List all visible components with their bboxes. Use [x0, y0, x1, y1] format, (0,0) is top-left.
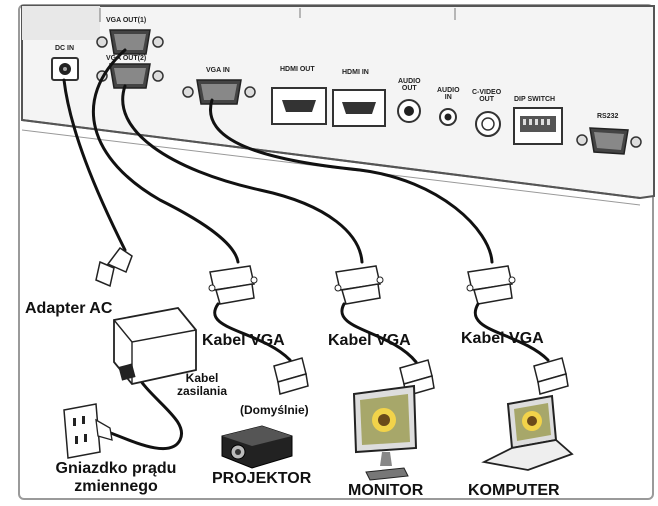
default-label: (Domyślnie) — [240, 403, 309, 417]
vga-plug-lower-projector — [273, 357, 309, 395]
dc-in-label: DC IN — [55, 45, 75, 52]
vga-cable-projector — [91, 48, 240, 264]
vga-cable-computer — [209, 98, 494, 264]
monitor-label: MONITOR — [348, 482, 424, 499]
vga-cable-loops — [213, 302, 550, 364]
dc-cable — [62, 78, 127, 252]
kabel-zasilania-label: Kabel zasilania — [172, 371, 232, 399]
cvideo-out-label-line1: C-VIDEO — [472, 89, 502, 96]
cvideo-out-label: C-VIDEO OUT — [472, 89, 501, 104]
hdmi-out-label: HDMI OUT — [280, 66, 315, 73]
hdmi-in-label: HDMI IN — [342, 69, 369, 76]
laptop-icon — [481, 394, 574, 471]
hdmi-out-port — [271, 87, 327, 125]
vga-plug-lower-computer — [533, 357, 569, 395]
projector-icon — [221, 425, 293, 469]
cvideo-out-port — [475, 111, 501, 137]
vga-out1-label: VGA OUT(1) — [106, 17, 147, 24]
power-cord — [106, 370, 184, 451]
vga-cable-monitor — [121, 84, 364, 264]
vga-plug-projector — [208, 265, 258, 305]
vga-plug-computer — [466, 265, 516, 305]
adapter-ac-label: Adapter AC — [25, 300, 113, 317]
computer-label: KOMPUTER — [468, 482, 560, 499]
kabel-vga-label-1: Kabel VGA — [202, 332, 285, 349]
power-outlet — [63, 403, 113, 459]
audio-out-label: AUDIO OUT — [398, 78, 421, 93]
dip-switch — [513, 107, 563, 145]
kabel-vga-label-3: Kabel VGA — [461, 330, 544, 347]
dc-plug — [95, 246, 133, 288]
outlet-label-line1: Gniazdko prądu — [55, 460, 177, 477]
audio-in-label: AUDIO IN — [437, 87, 460, 102]
outlet-label-line2: zmiennego — [74, 477, 158, 495]
kabel-vga-label-2: Kabel VGA — [328, 332, 411, 349]
audio-out-label-line1: AUDIO — [398, 78, 421, 85]
projector-label: PROJEKTOR — [212, 470, 312, 487]
audio-out-label-line2: OUT — [401, 85, 417, 93]
cables — [62, 48, 494, 451]
dip-switch-label: DIP SWITCH — [514, 96, 556, 103]
hdmi-in-port — [332, 89, 386, 127]
audio-in-label-line1: AUDIO — [437, 87, 460, 94]
rs232-port — [576, 127, 642, 155]
cvideo-out-label-line2: OUT — [479, 96, 494, 104]
vga-plug-monitor — [334, 265, 384, 305]
kabel-zasilania-label-line2: zasilania — [176, 384, 228, 399]
audio-out-port — [397, 99, 421, 123]
dc-in-port — [51, 57, 79, 81]
vga-out2-label: VGA OUT(2) — [106, 55, 147, 62]
kabel-zasilania-label-line1: Kabel — [185, 371, 219, 385]
audio-in-port — [439, 108, 457, 126]
outlet-label: Gniazdko prądu zmiennego — [26, 460, 206, 495]
ac-adapter — [113, 307, 197, 385]
audio-in-label-line2: IN — [444, 94, 452, 102]
vga-in-port — [182, 79, 256, 105]
vga-in-label: VGA IN — [206, 67, 230, 74]
vga-out1-port — [96, 29, 164, 55]
monitor-icon — [352, 384, 418, 481]
rs232-label: RS232 — [597, 113, 619, 120]
